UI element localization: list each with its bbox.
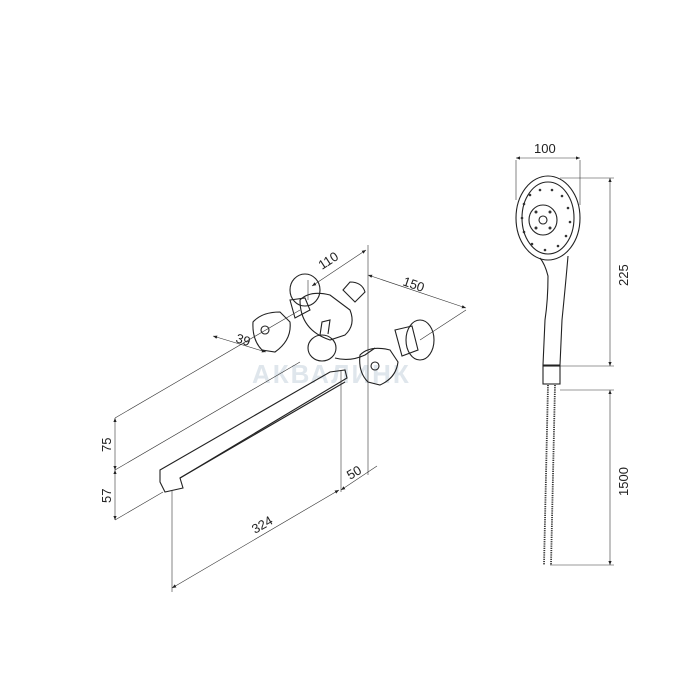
shower-dimension-lines <box>515 156 614 566</box>
diverter-knob <box>307 334 337 362</box>
mixer-dimension-lines <box>113 245 467 592</box>
right-handle <box>359 347 399 386</box>
shower-hose <box>543 384 556 566</box>
dim-57: 57 <box>99 489 114 503</box>
diverter-lever <box>319 319 331 336</box>
dim-75: 75 <box>99 438 114 452</box>
dim-50: 50 <box>344 462 364 482</box>
watermark: АКВАЛИНК <box>252 359 411 389</box>
right-wall-flange <box>405 319 435 361</box>
dim-150: 150 <box>401 274 426 295</box>
left-nut <box>289 297 311 319</box>
right-nut <box>394 325 419 357</box>
dim-324: 324 <box>249 513 275 537</box>
hand-shower <box>515 175 581 566</box>
dim-39: 39 <box>234 331 252 350</box>
dim-1500: 1500 <box>616 467 631 496</box>
shower-handle <box>539 255 569 366</box>
diverter-body <box>299 292 353 341</box>
left-wall-flange <box>289 273 321 307</box>
dim-100: 100 <box>534 141 556 156</box>
hose-connector <box>542 365 561 385</box>
bath-mixer <box>159 273 435 493</box>
left-handle <box>252 311 291 353</box>
dim-225: 225 <box>616 264 631 286</box>
shower-head <box>515 175 581 261</box>
shower-holder <box>342 281 366 303</box>
